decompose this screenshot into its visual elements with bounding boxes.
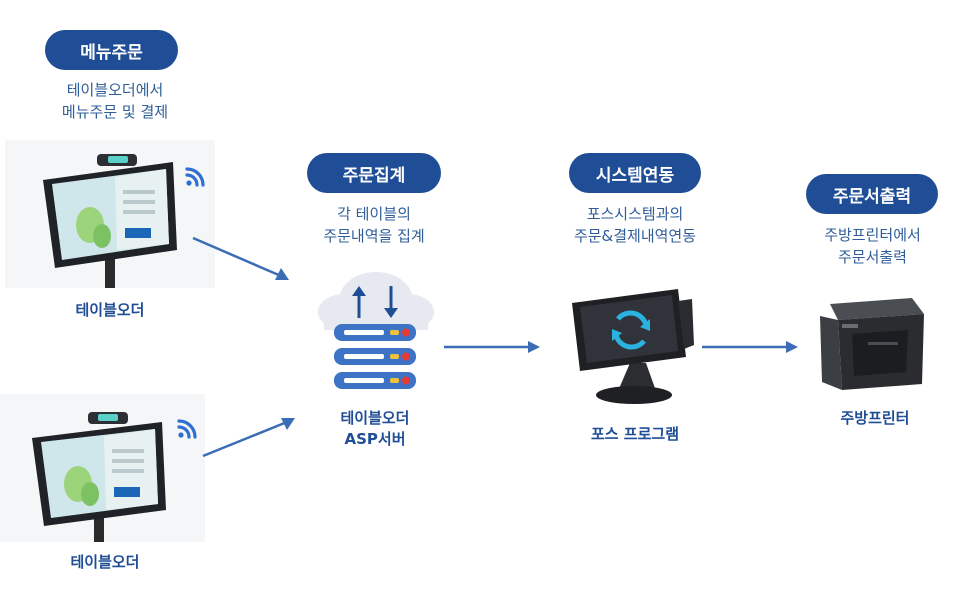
- tablet-order-device-top: [5, 140, 215, 288]
- desc-line: 주문내역을 집계: [323, 227, 425, 245]
- print-description: 주방프린터에서 주문서출력: [785, 224, 960, 268]
- tablet-bottom-label: 테이블오더: [70, 553, 140, 571]
- arrow-right-icon: [700, 338, 800, 356]
- desc-line: 주문서출력: [837, 248, 907, 266]
- printer-label: 주방프린터: [840, 409, 910, 427]
- step-pill-system-integration: 시스템연동: [569, 153, 701, 193]
- wifi-icon: [175, 413, 203, 441]
- step-pill-order-aggregate: 주문집계: [307, 153, 441, 193]
- server-label-line: ASP서버: [344, 430, 406, 448]
- arrow-right-icon: [185, 230, 295, 285]
- server-label: 테이블오더 ASP서버: [300, 408, 450, 450]
- desc-line: 포스시스템과의: [586, 205, 684, 223]
- pos-label: 포스 프로그램: [590, 425, 680, 443]
- arrow-right-icon: [442, 338, 542, 356]
- desc-line: 주방프린터에서: [824, 226, 921, 244]
- menu-order-description: 테이블오더에서 메뉴주문 및 결제: [25, 79, 205, 123]
- server-label-line: 테이블오더: [340, 409, 410, 427]
- aggregate-description: 각 테이블의 주문내역을 집계: [284, 203, 464, 247]
- step-pill-menu-order: 메뉴주문: [45, 30, 178, 70]
- step-pill-order-print: 주문서출력: [806, 174, 938, 214]
- wifi-icon: [183, 161, 211, 189]
- desc-line: 메뉴주문 및 결제: [61, 103, 169, 121]
- desc-line: 주문&결제내역연동: [573, 227, 697, 245]
- desc-line: 테이블오더에서: [66, 81, 164, 99]
- kitchen-printer-icon: [812, 290, 932, 395]
- cloud-server-icon: [310, 268, 440, 398]
- desc-line: 각 테이블의: [337, 205, 411, 223]
- tablet-order-device-bottom: [0, 394, 205, 542]
- integration-description: 포스시스템과의 주문&결제내역연동: [545, 203, 725, 247]
- pos-terminal-icon: [560, 285, 700, 410]
- tablet-top-label: 테이블오더: [75, 301, 145, 319]
- arrow-right-icon: [195, 410, 300, 465]
